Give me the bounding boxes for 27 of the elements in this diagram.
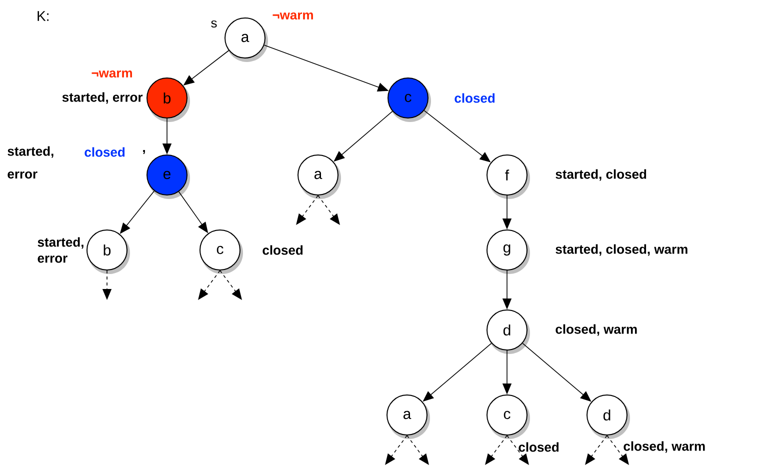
arrow <box>506 435 529 465</box>
state-label: started, error <box>62 92 143 104</box>
state-label: closed <box>454 93 495 103</box>
arrow <box>318 195 340 225</box>
state-label: started, closed, warm <box>556 244 688 256</box>
arrow <box>406 435 429 465</box>
state-label: s <box>211 20 217 28</box>
arrow <box>198 270 220 300</box>
arrow <box>385 435 408 465</box>
state-label: error <box>8 171 38 179</box>
state-label: started, closed <box>556 169 646 181</box>
arrow <box>485 435 508 465</box>
state-label: started, error <box>38 237 84 263</box>
arrow <box>220 270 242 300</box>
state-label: closed, warm <box>556 324 637 336</box>
state-label: started, <box>8 146 54 158</box>
state-label: , <box>143 150 145 154</box>
arrow <box>606 435 629 465</box>
diagram-label: K: <box>38 11 48 21</box>
state-label: closed <box>262 245 303 255</box>
state-label: closed <box>518 442 559 452</box>
arrow <box>585 435 608 465</box>
state-label: ¬warm <box>92 70 132 78</box>
state-label: ¬warm <box>272 12 313 20</box>
arrow <box>296 195 318 225</box>
state-label: closed, warm <box>624 441 705 453</box>
state-label: closed <box>84 147 125 157</box>
